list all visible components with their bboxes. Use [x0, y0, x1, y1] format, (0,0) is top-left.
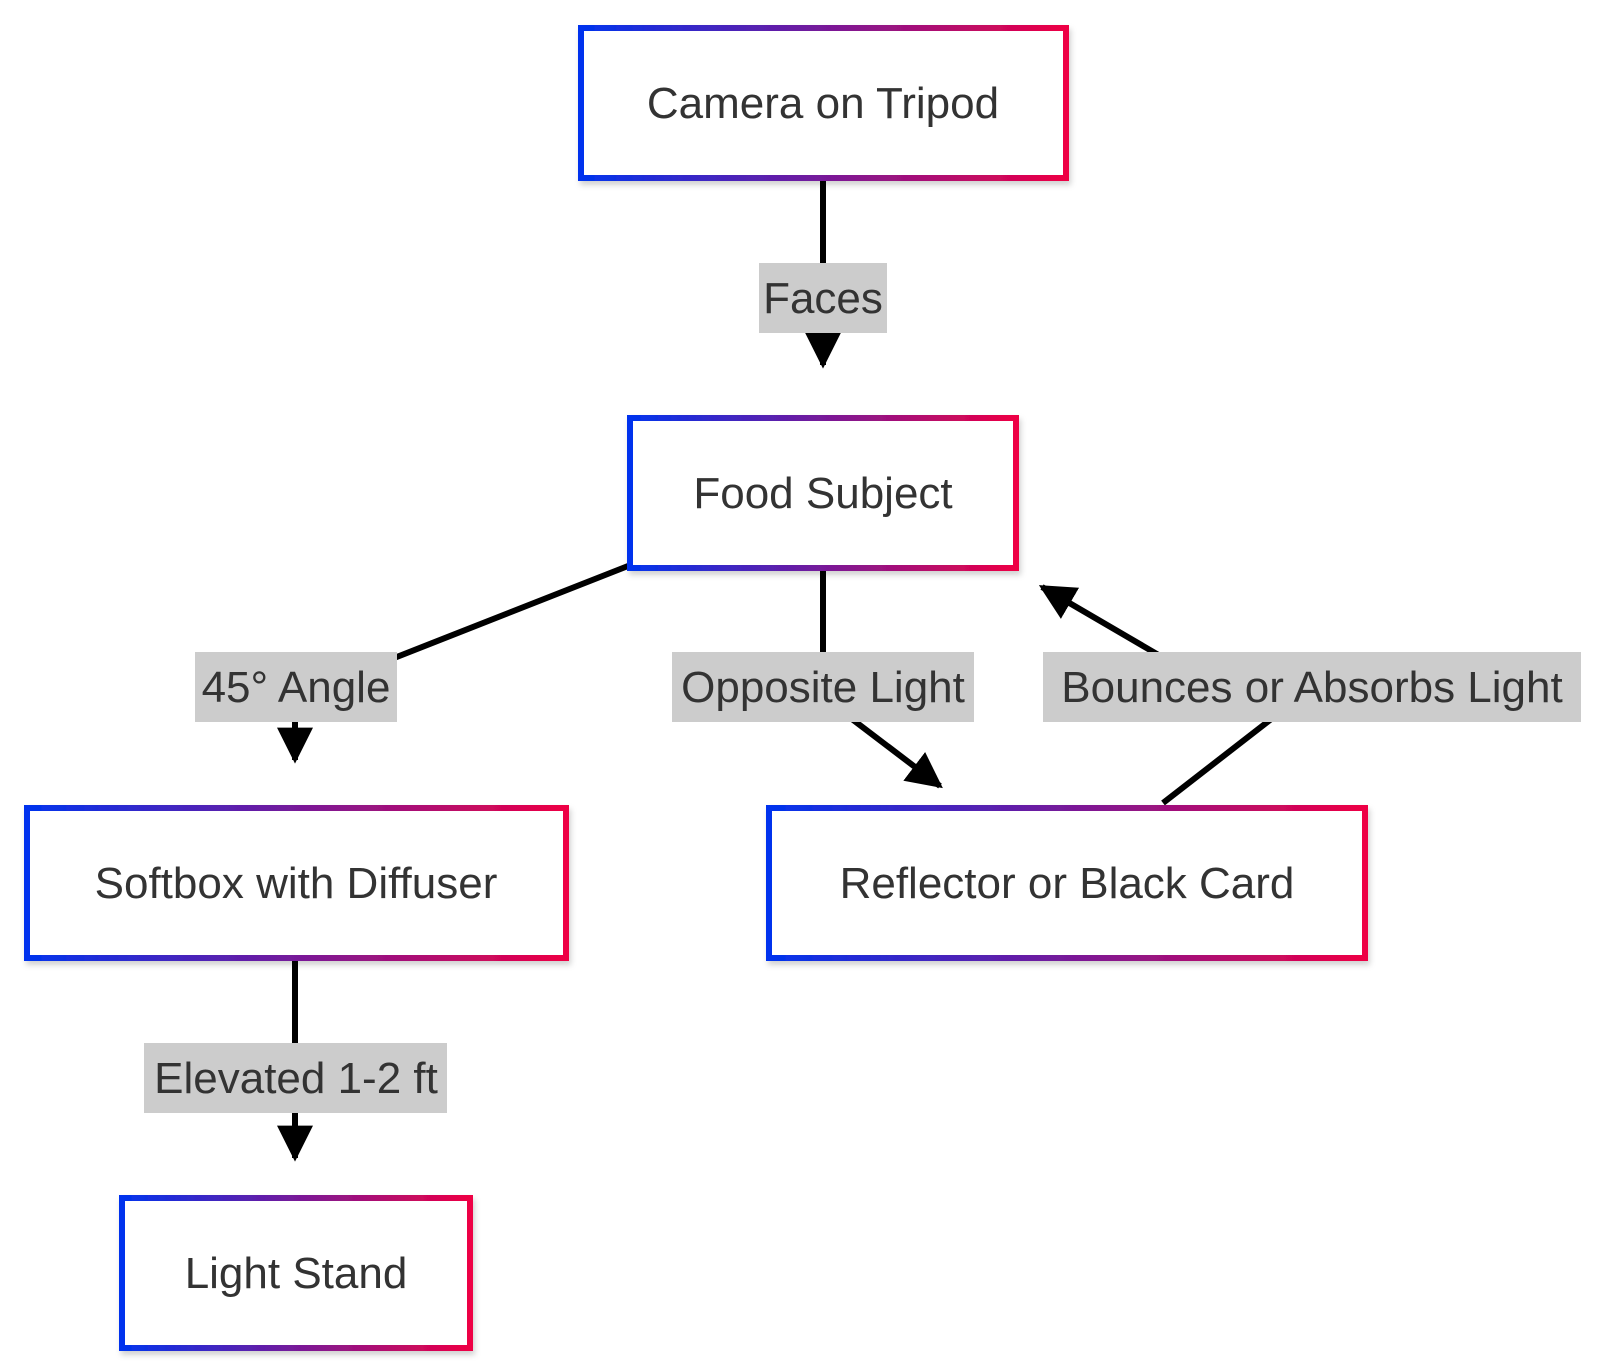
- node-box[interactable]: [119, 1195, 473, 1351]
- edge-label-text: 45° Angle: [202, 663, 391, 712]
- edge-label-text: Opposite Light: [681, 663, 965, 712]
- node-label: Light Stand: [185, 1249, 408, 1298]
- edge-label-background: [195, 652, 397, 722]
- node-label: Food Subject: [693, 469, 952, 518]
- edge-label-text: Elevated 1-2 ft: [154, 1054, 438, 1103]
- edge-label-elevated: Elevated 1-2 ft: [144, 1043, 447, 1113]
- edge-label-bounces-or-absorbs-light: Bounces or Absorbs Light: [1043, 652, 1581, 722]
- node-food-subject[interactable]: Food Subject: [627, 415, 1019, 571]
- edge-label-45-angle: 45° Angle: [195, 652, 397, 722]
- node-box[interactable]: [24, 805, 569, 961]
- edge-label-background: [1043, 652, 1581, 722]
- edge-label-background: [759, 263, 887, 333]
- node-light-stand[interactable]: Light Stand: [119, 1195, 473, 1351]
- node-camera-on-tripod[interactable]: Camera on Tripod: [578, 25, 1069, 181]
- node-label: Softbox with Diffuser: [95, 859, 498, 908]
- edge-labels: Faces 45° Angle Opposite Light Bounces o…: [144, 263, 1581, 1113]
- node-box[interactable]: [578, 25, 1069, 181]
- node-label: Reflector or Black Card: [840, 859, 1295, 908]
- edge-label-background: [672, 652, 974, 722]
- edge-label-faces: Faces: [759, 263, 887, 333]
- node-reflector-or-black-card[interactable]: Reflector or Black Card: [766, 805, 1368, 961]
- edge-label-opposite-light: Opposite Light: [672, 652, 974, 722]
- node-label: Camera on Tripod: [647, 79, 999, 128]
- edge-label-text: Faces: [763, 274, 883, 323]
- nodes: Camera on Tripod Food Subject Softbox wi…: [24, 25, 1368, 1351]
- edge-label-background: [144, 1043, 447, 1113]
- node-box[interactable]: [766, 805, 1368, 961]
- node-box[interactable]: [627, 415, 1019, 571]
- edge-label-text: Bounces or Absorbs Light: [1061, 663, 1562, 712]
- node-softbox-with-diffuser[interactable]: Softbox with Diffuser: [24, 805, 569, 961]
